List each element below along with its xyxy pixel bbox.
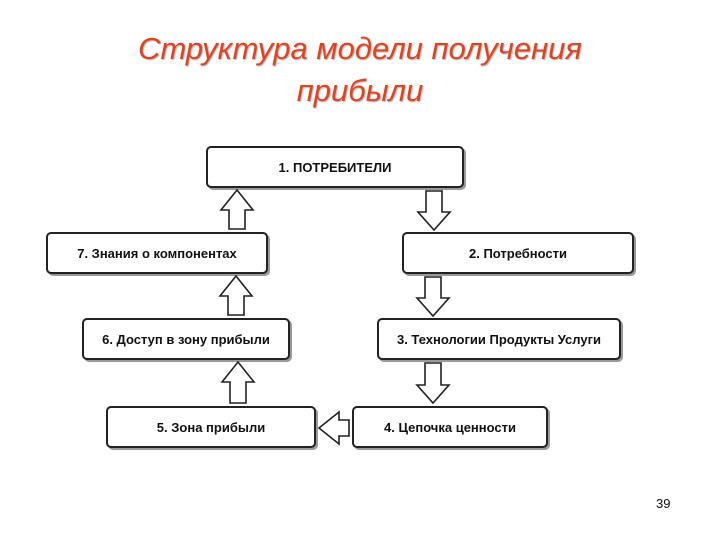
arrow-up-icon — [219, 188, 255, 230]
arrow-down-icon — [416, 190, 452, 232]
arrow-down-icon — [415, 362, 451, 405]
arrow-left-icon — [317, 410, 350, 446]
arrow-down-icon — [415, 276, 451, 318]
box-technologies: 3. Технологии Продукты Услуги — [377, 318, 621, 360]
box-access-to-profit-zone: 6. Доступ в зону прибыли — [82, 318, 290, 360]
box-knowledge-of-components: 7. Знания о компонентах — [46, 232, 268, 274]
slide-title-line-1: Структура модели получения — [138, 31, 582, 66]
box-consumers: 1. ПОТРЕБИТЕЛИ — [206, 146, 464, 188]
arrow-up-icon — [218, 274, 254, 316]
page-number: 39 — [656, 496, 671, 511]
box-needs: 2. Потребности — [402, 232, 634, 274]
arrow-up-icon — [220, 360, 256, 404]
box-value-chain: 4. Цепочка ценности — [352, 406, 548, 448]
slide-title-line-2: прибыли — [296, 73, 424, 108]
box-profit-zone: 5. Зона прибыли — [106, 406, 316, 448]
slide-title: Структура модели получения прибыли — [0, 28, 720, 112]
